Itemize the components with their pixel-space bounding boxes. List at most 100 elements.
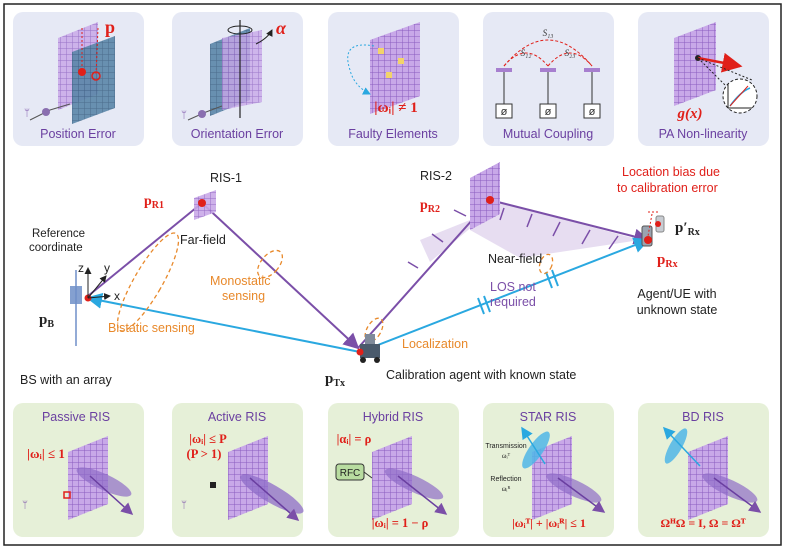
ris-surface <box>674 22 716 106</box>
ris2-label: RIS-2 <box>420 169 452 183</box>
bottom-panels: Passive RIS |ωᵢ| ≤ 1 ᛘ Active RIS |ωᵢ| ≤… <box>13 403 769 537</box>
orientation-symbol: α <box>276 18 287 38</box>
ris1-label: RIS-1 <box>210 171 242 185</box>
hybrid-formula-2: |ωᵢ| = 1 − ρ <box>372 516 429 530</box>
near-field-label: Near-field <box>488 252 542 266</box>
los-label-2: required <box>490 295 536 309</box>
active-formula-1: |ωᵢ| ≤ P <box>189 432 227 446</box>
panel-label: Mutual Coupling <box>503 127 593 141</box>
path-tx-rx <box>359 237 650 353</box>
antenna-icon: ᛘ <box>24 108 30 119</box>
svg-text:ᛘ: ᛘ <box>181 500 187 511</box>
panel-hybrid-ris: Hybrid RIS RFC |αᵢ| = ρ |ωᵢ| = 1 − ρ <box>328 403 459 537</box>
agent-ue <box>641 211 665 247</box>
base-station: z y x <box>70 261 120 346</box>
panel-label: Hybrid RIS <box>363 410 423 424</box>
agent-label-1: Agent/UE with <box>637 287 716 301</box>
monostatic-label-2: sensing <box>222 289 265 303</box>
position-symbol: p <box>105 17 115 37</box>
transmission-symbol: ωᵢᵀ <box>502 452 511 460</box>
panel-faulty-elements: |ωᵢ| ≠ 1 Faulty Elements <box>328 12 459 146</box>
panel-label: BD RIS <box>682 410 724 424</box>
calibration-label: Calibration agent with known state <box>386 368 576 382</box>
pa-formula: g(x) <box>677 106 703 122</box>
panel-label: Position Error <box>40 127 116 141</box>
reflection-lobe <box>702 473 758 503</box>
path-ris1-tx <box>201 202 360 350</box>
path-bs-ris1 <box>87 202 203 297</box>
panel-label: STAR RIS <box>520 410 577 424</box>
p-tx-symbol: pTx <box>325 371 345 389</box>
faulty-formula: |ωᵢ| ≠ 1 <box>374 100 417 116</box>
panel-position-error: p ᛘ Position Error <box>13 12 144 146</box>
svg-text:ø: ø <box>589 106 596 118</box>
reflection-label: Reflection <box>490 476 521 483</box>
panel-orientation-error: α ᛘ Orientation Error <box>172 12 303 146</box>
axis-z: z <box>78 261 84 275</box>
active-formula-2: (P > 1) <box>187 447 222 461</box>
panel-star-ris: STAR RIS Transmission ωᵢᵀ Reflection ωᵢᴿ… <box>483 403 614 537</box>
axis-y: y <box>104 261 110 275</box>
localization-label: Localization <box>402 337 468 351</box>
beam-lobe <box>76 467 132 497</box>
path-ris2-rx <box>489 199 650 245</box>
panel-bd-ris: BD RIS ΩᴴΩ = I, Ω = Ωᵀ <box>638 403 769 537</box>
svg-text:ᛘ: ᛘ <box>181 110 187 121</box>
s13-label: S₁₃ <box>543 28 554 38</box>
axis-x: x <box>114 289 120 303</box>
hybrid-formula-1: |αᵢ| = ρ <box>337 432 372 446</box>
far-field-label: Far-field <box>180 233 226 247</box>
calibration-agent <box>356 334 380 363</box>
transmission-label: Transmission <box>485 443 526 450</box>
ris2-surface <box>470 162 500 230</box>
agent-label-2: unknown state <box>637 303 718 317</box>
bistatic-label: Bistatic sensing <box>108 321 195 335</box>
panel-label: Orientation Error <box>191 127 283 141</box>
panel-label: Active RIS <box>208 410 266 424</box>
los-label-1: LOS not <box>490 280 536 294</box>
panel-mutual-coupling: S₁₃ S₁₂ S₂₃ ø ø ø Mutual Coupling <box>483 12 614 146</box>
transmission-lobe <box>664 428 688 464</box>
reflection-lobe <box>546 473 602 503</box>
svg-text:ø: ø <box>545 106 552 118</box>
monostatic-label-1: Monostatic <box>210 274 270 288</box>
p-r2-symbol: pR2 <box>420 198 440 215</box>
ris2-center <box>486 196 494 204</box>
svg-text:ø: ø <box>501 106 508 118</box>
s12-label: S₁₂ <box>521 48 532 58</box>
reference-label-1: Reference <box>32 228 85 240</box>
p-rx-prime-symbol: p′Rx <box>675 220 700 238</box>
panel-label: Passive RIS <box>42 410 110 424</box>
top-panels: p ᛘ Position Error α ᛘ Orientation Error <box>13 12 769 146</box>
star-formula: |ωᵢᵀ| + |ωᵢᴿ| ≤ 1 <box>512 516 586 530</box>
position-dot <box>78 68 86 76</box>
rx-biased-dot <box>655 221 661 227</box>
panel-label: PA Non-linearity <box>659 127 748 141</box>
bd-formula: ΩᴴΩ = I, Ω = Ωᵀ <box>660 516 745 530</box>
panel-label: Faulty Elements <box>348 127 438 141</box>
ris1-center <box>198 199 206 207</box>
bs-label: BS with an array <box>20 373 112 387</box>
reflection-symbol: ωᵢᴿ <box>502 485 511 493</box>
reference-label-2: coordinate <box>29 242 83 254</box>
ris-surface <box>222 30 262 110</box>
ris2-beam <box>470 200 640 258</box>
los-breaks <box>477 269 559 315</box>
s23-label: S₂₃ <box>565 48 576 58</box>
panel-passive-ris: Passive RIS |ωᵢ| ≤ 1 ᛘ <box>13 403 144 537</box>
p-r1-symbol: pR1 <box>144 194 164 211</box>
panel-active-ris: Active RIS |ωᵢ| ≤ P (P > 1) ᛘ <box>172 403 304 537</box>
panel-pa-nonlinearity: g(x) PA Non-linearity <box>638 12 769 146</box>
bias-label-2: to calibration error <box>617 181 718 195</box>
path-tx-ris2 <box>357 199 491 349</box>
faulty-element <box>386 72 392 78</box>
rotation-arrow <box>227 25 253 35</box>
path-tx-bs <box>86 292 361 353</box>
p-rx-symbol: pRx <box>657 252 678 270</box>
ris-surface <box>370 22 420 114</box>
faulty-element <box>398 58 404 64</box>
passive-formula: |ωᵢ| ≤ 1 <box>27 446 65 461</box>
bias-label-1: Location bias due <box>622 165 720 179</box>
pa-arrow <box>697 52 743 73</box>
